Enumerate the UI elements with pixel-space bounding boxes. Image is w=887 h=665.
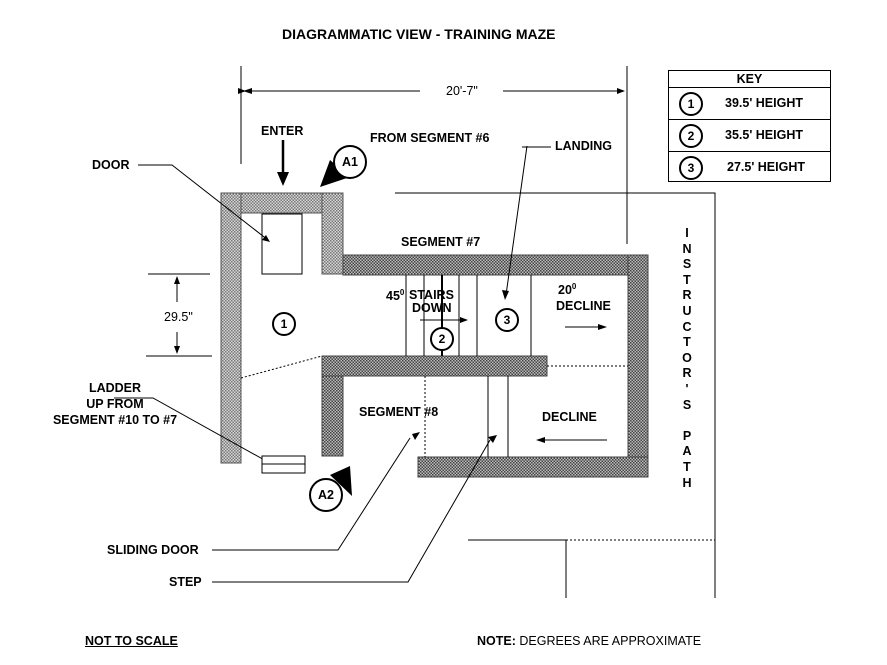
instructors-path-outline xyxy=(395,192,716,598)
ladder-line3: SEGMENT #10 TO #7 xyxy=(52,413,178,427)
key-item: 3 27.5' HEIGHT xyxy=(669,152,830,183)
camera-a1-marker: A1 xyxy=(333,145,367,179)
entry-top-wall xyxy=(240,192,323,214)
sliding-door-label: SLIDING DOOR xyxy=(107,543,199,557)
not-to-scale-note: NOT TO SCALE xyxy=(85,634,178,648)
right-wall xyxy=(627,254,649,478)
segment8-left-wall xyxy=(321,375,344,457)
zone-2-marker: 2 xyxy=(430,327,454,351)
left-wall xyxy=(220,192,242,464)
note-label: NOTE: xyxy=(477,634,516,648)
decline-angle-value: 20 xyxy=(558,283,572,298)
a1-pointer xyxy=(320,160,350,187)
stairs-angle-value: 45 xyxy=(386,289,400,304)
width-dimension xyxy=(238,66,628,244)
ladder-line1: LADDER xyxy=(88,381,142,395)
instructors-path-letter: I xyxy=(685,226,689,240)
key-item-number: 1 xyxy=(679,92,703,116)
openings xyxy=(240,355,715,541)
zone-3-marker: 3 xyxy=(495,308,519,332)
height-dimension xyxy=(146,273,212,357)
step-label: STEP xyxy=(169,575,202,589)
note-text: DEGREES ARE APPROXIMATE xyxy=(519,634,702,648)
ladder-label: LADDER UP FROM SEGMENT #10 TO #7 xyxy=(40,380,190,428)
segment7-label: SEGMENT #7 xyxy=(401,235,481,249)
decline-angle: 200 xyxy=(558,282,576,297)
from-segment-label: FROM SEGMENT #6 xyxy=(370,131,490,145)
instructors-path-letter: T xyxy=(683,459,691,474)
instructors-path-letter: S xyxy=(682,397,692,412)
stairs-line1: STAIRS xyxy=(409,288,454,302)
height-dimension-label: 29.5" xyxy=(164,310,193,324)
instructors-path-letter: R xyxy=(682,366,692,381)
landing-label: LANDING xyxy=(555,139,612,153)
key-item-number: 3 xyxy=(679,156,703,180)
stairs-line2: DOWN xyxy=(412,301,452,315)
stairs-angle-degree: 0 xyxy=(399,288,405,297)
segment7-top-wall xyxy=(342,254,649,276)
segment8-label: SEGMENT #8 xyxy=(359,405,439,419)
instructors-path-letter: U xyxy=(682,303,692,318)
instructors-path-letter: N xyxy=(682,241,692,256)
key-item-text: 39.5' HEIGHT xyxy=(725,96,803,110)
instructors-path-letter: C xyxy=(682,319,692,334)
door-label: DOOR xyxy=(92,158,130,172)
key-item-text: 27.5' HEIGHT xyxy=(727,160,805,174)
decline-upper-label: DECLINE xyxy=(556,299,611,313)
camera-a2-marker: A2 xyxy=(309,478,343,512)
stairs-angle: 450 xyxy=(386,288,404,303)
key-item: 1 39.5' HEIGHT xyxy=(669,88,830,120)
instructors-path-letter: R xyxy=(682,288,692,303)
instructors-path-letter: H xyxy=(682,475,692,490)
degrees-note: NOTE: DEGREES ARE APPROXIMATE xyxy=(477,634,701,648)
zone-1-marker: 1 xyxy=(272,312,296,336)
enter-label: ENTER xyxy=(261,124,304,138)
leader-lines xyxy=(114,145,551,583)
ladder-line2: UP FROM xyxy=(86,397,144,411)
key-title: KEY xyxy=(669,71,830,88)
instructors-path-letter: S xyxy=(682,257,692,272)
instructors-path-letter: O xyxy=(682,350,692,365)
instructors-path-letter: A xyxy=(682,444,692,459)
segment7-bottom-wall xyxy=(321,355,548,377)
key-item: 2 35.5' HEIGHT xyxy=(669,120,830,152)
instructors-path-letter: T xyxy=(683,272,691,287)
key-item-number: 2 xyxy=(679,124,703,148)
key-item-text: 35.5' HEIGHT xyxy=(725,128,803,142)
instructors-path-letter: T xyxy=(683,335,691,350)
key-legend: KEY 1 39.5' HEIGHT 2 35.5' HEIGHT 3 27.5… xyxy=(668,70,831,182)
instructors-path-letter xyxy=(680,413,694,429)
instructors-path-letter: P xyxy=(682,428,692,443)
entry-right-wall xyxy=(321,192,344,275)
width-dimension-label: 20'-7" xyxy=(446,84,478,98)
a2-pointer xyxy=(330,466,352,496)
stairs xyxy=(405,275,532,457)
page-title: DIAGRAMMATIC VIEW - TRAINING MAZE xyxy=(282,26,556,42)
door xyxy=(261,213,303,275)
instructors-path-letter: ' xyxy=(685,381,689,396)
decline-lower-label: DECLINE xyxy=(542,410,597,424)
decline-angle-degree: 0 xyxy=(571,282,577,291)
segment8-bottom-wall xyxy=(417,456,649,478)
